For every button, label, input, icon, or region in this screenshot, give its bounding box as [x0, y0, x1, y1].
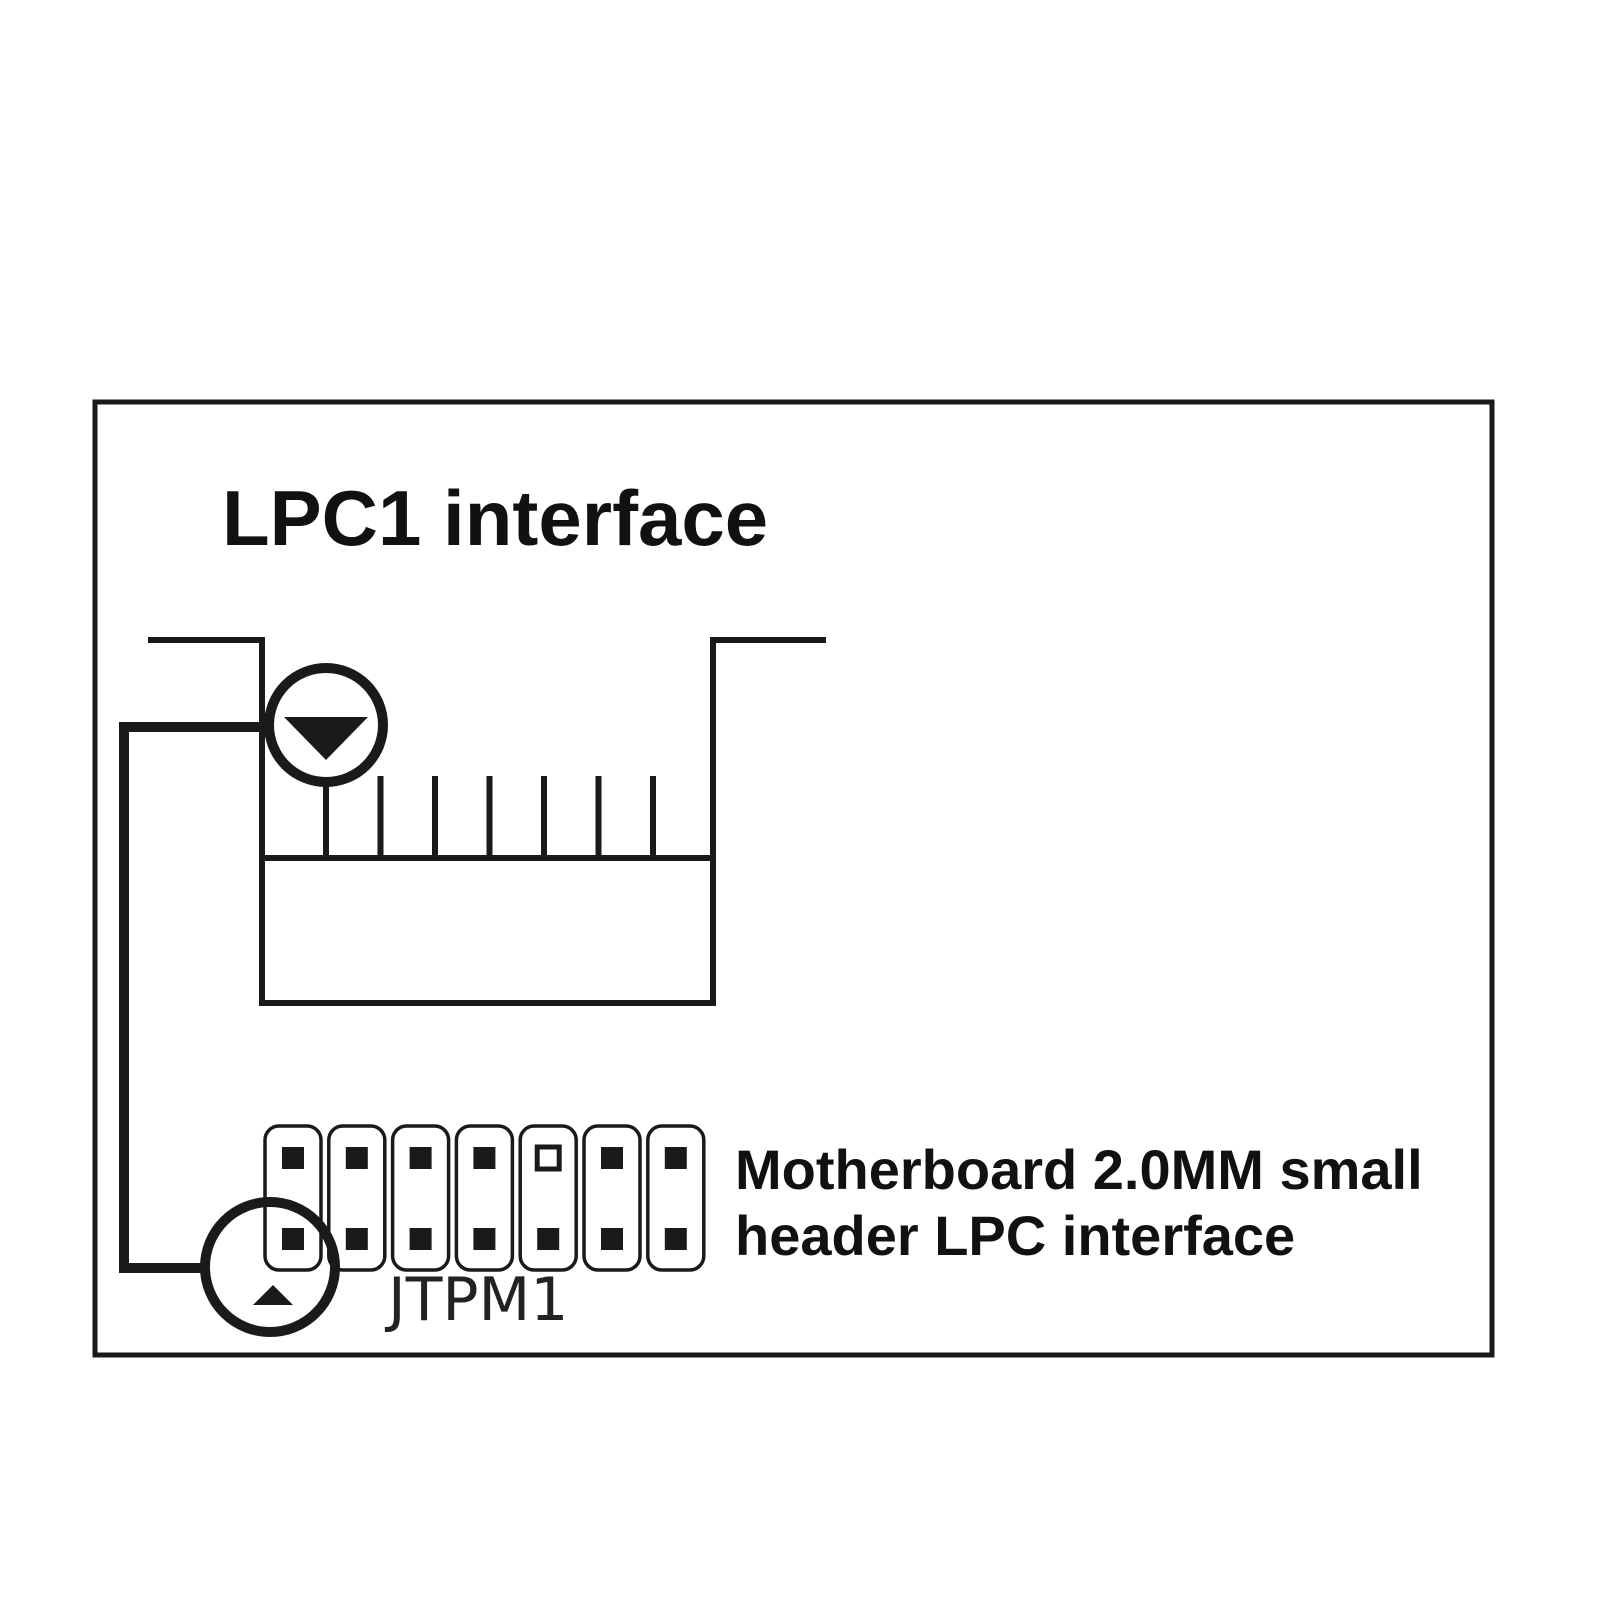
header-pin-pad: [345, 1228, 368, 1250]
header-pin-column: [327, 1124, 387, 1272]
connector-outline: [148, 637, 826, 1006]
header-pin-pad: [409, 1147, 432, 1169]
leader-line: [119, 722, 268, 1273]
header-pin-pad: [664, 1147, 687, 1169]
triangle-down-icon: [284, 717, 368, 760]
header-pin-pad: [664, 1228, 687, 1250]
header-pin-column: [646, 1124, 706, 1272]
outer-frame: [92, 399, 1495, 1358]
header-pin-pad: [345, 1147, 368, 1169]
header-pin-pad: [282, 1228, 304, 1250]
header-pin1-circle: [200, 1197, 340, 1337]
header-pins: [263, 1124, 706, 1272]
header-pin-pad: [473, 1147, 496, 1169]
header-pin-column: [390, 1124, 451, 1272]
header-pin-pad: [537, 1228, 560, 1250]
header-pin-pad: [473, 1228, 496, 1250]
header-pin1-marker: [200, 1197, 340, 1337]
triangle-up-icon: [253, 1285, 293, 1305]
header-pin-pad: [601, 1147, 623, 1169]
connector-key-marker: [264, 663, 388, 787]
header-description-line-2: header LPC interface: [735, 1204, 1296, 1267]
header-pin-column: [454, 1124, 515, 1272]
diagram-title: LPC1 interface: [222, 474, 769, 562]
header-pin-pad: [409, 1228, 432, 1250]
connector-pins: [323, 776, 656, 858]
header-pin-column: [582, 1124, 642, 1272]
header-pin-pad: [282, 1147, 304, 1169]
header-designator: JTPM1: [388, 1265, 569, 1335]
header-description-line-1: Motherboard 2.0MM small: [735, 1138, 1423, 1201]
header-pin-pad: [601, 1228, 623, 1250]
header-pin-pad-hollow: [534, 1144, 562, 1172]
header-pin-column: [518, 1124, 578, 1272]
